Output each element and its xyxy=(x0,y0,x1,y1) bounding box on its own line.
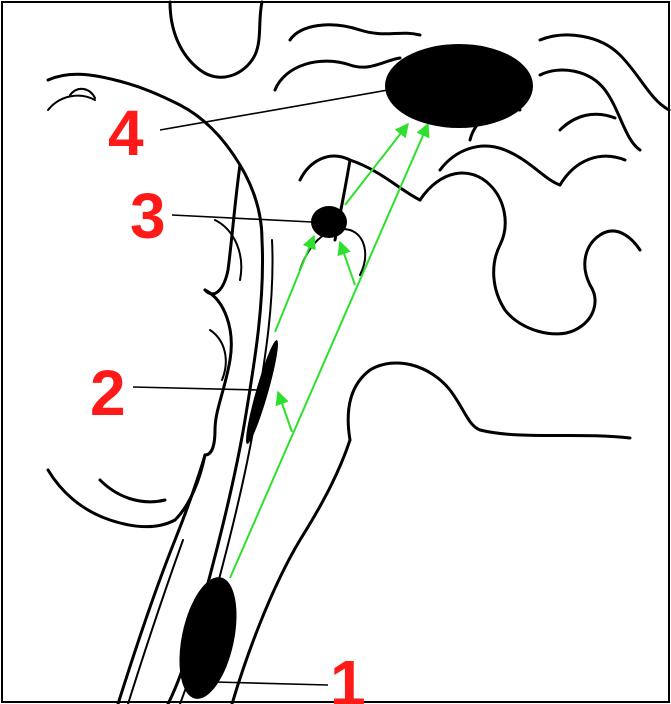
label-4: 4 xyxy=(108,97,144,169)
label-3: 3 xyxy=(130,180,166,252)
arrow-2-to-3 xyxy=(275,236,314,332)
arrow-to-2 xyxy=(278,392,292,432)
nucleus-1 xyxy=(170,572,247,704)
nucleus-2 xyxy=(241,338,282,445)
label-2: 2 xyxy=(90,357,126,429)
leader-4 xyxy=(160,90,388,130)
arrow-to-3 xyxy=(340,242,355,285)
leader-3 xyxy=(172,215,312,222)
arrow-1-to-4 xyxy=(230,124,428,578)
leader-1 xyxy=(215,682,328,685)
nucleus-3 xyxy=(311,206,347,238)
pathway-arrows xyxy=(230,124,428,578)
leader-2 xyxy=(133,387,258,390)
nucleus-4 xyxy=(385,44,533,128)
label-1: 1 xyxy=(330,647,366,704)
